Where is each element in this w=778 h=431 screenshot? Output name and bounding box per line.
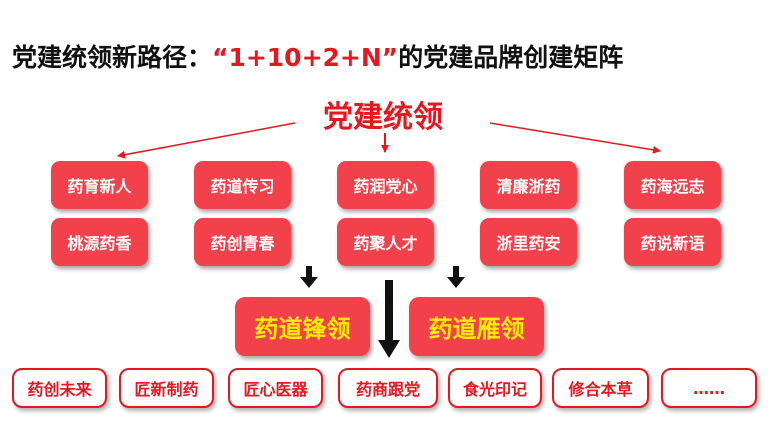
arrow-black-center	[378, 340, 400, 358]
brand-box-1: 药育新人	[51, 161, 148, 209]
arrow-black-right	[447, 277, 465, 288]
leader-box-2: 药道雁领	[409, 297, 544, 356]
brand-box-10: 药说新语	[624, 218, 721, 266]
n-brand-box-3: 匠心医器	[228, 368, 323, 408]
brand-box-8: 药聚人才	[337, 218, 434, 266]
leader-box-1: 药道锋领	[235, 297, 370, 356]
brand-box-4: 清廉浙药	[480, 161, 577, 209]
arrow-right	[489, 122, 661, 154]
n-brand-box-2: 匠新制药	[119, 368, 214, 408]
brand-box-5: 药海远志	[624, 161, 721, 209]
brand-box-7: 药创青春	[194, 218, 291, 266]
n-brand-box-1: 药创未来	[12, 368, 107, 408]
arrow-left	[117, 122, 296, 159]
n-brand-box-4: 药商跟党	[338, 368, 438, 408]
n-brand-box-more: ……	[661, 368, 757, 408]
brand-box-3: 药润党心	[337, 161, 434, 209]
title-highlight: “1+10+2+N”	[212, 43, 399, 72]
n-brand-box-5: 食光印记	[448, 368, 542, 408]
title-prefix: 党建统领新路径：	[12, 43, 213, 72]
center-heading: 党建统领	[323, 100, 443, 135]
title-suffix: 的党建品牌创建矩阵	[398, 43, 624, 72]
arrow-black-left	[300, 277, 318, 288]
page-title: 党建统领新路径：“1+10+2+N”的党建品牌创建矩阵	[12, 38, 623, 74]
brand-box-2: 药道传习	[194, 161, 291, 209]
brand-box-9: 浙里药安	[480, 218, 577, 266]
n-brand-box-6: 修合本草	[552, 368, 649, 408]
brand-box-6: 桃源药香	[51, 218, 148, 266]
